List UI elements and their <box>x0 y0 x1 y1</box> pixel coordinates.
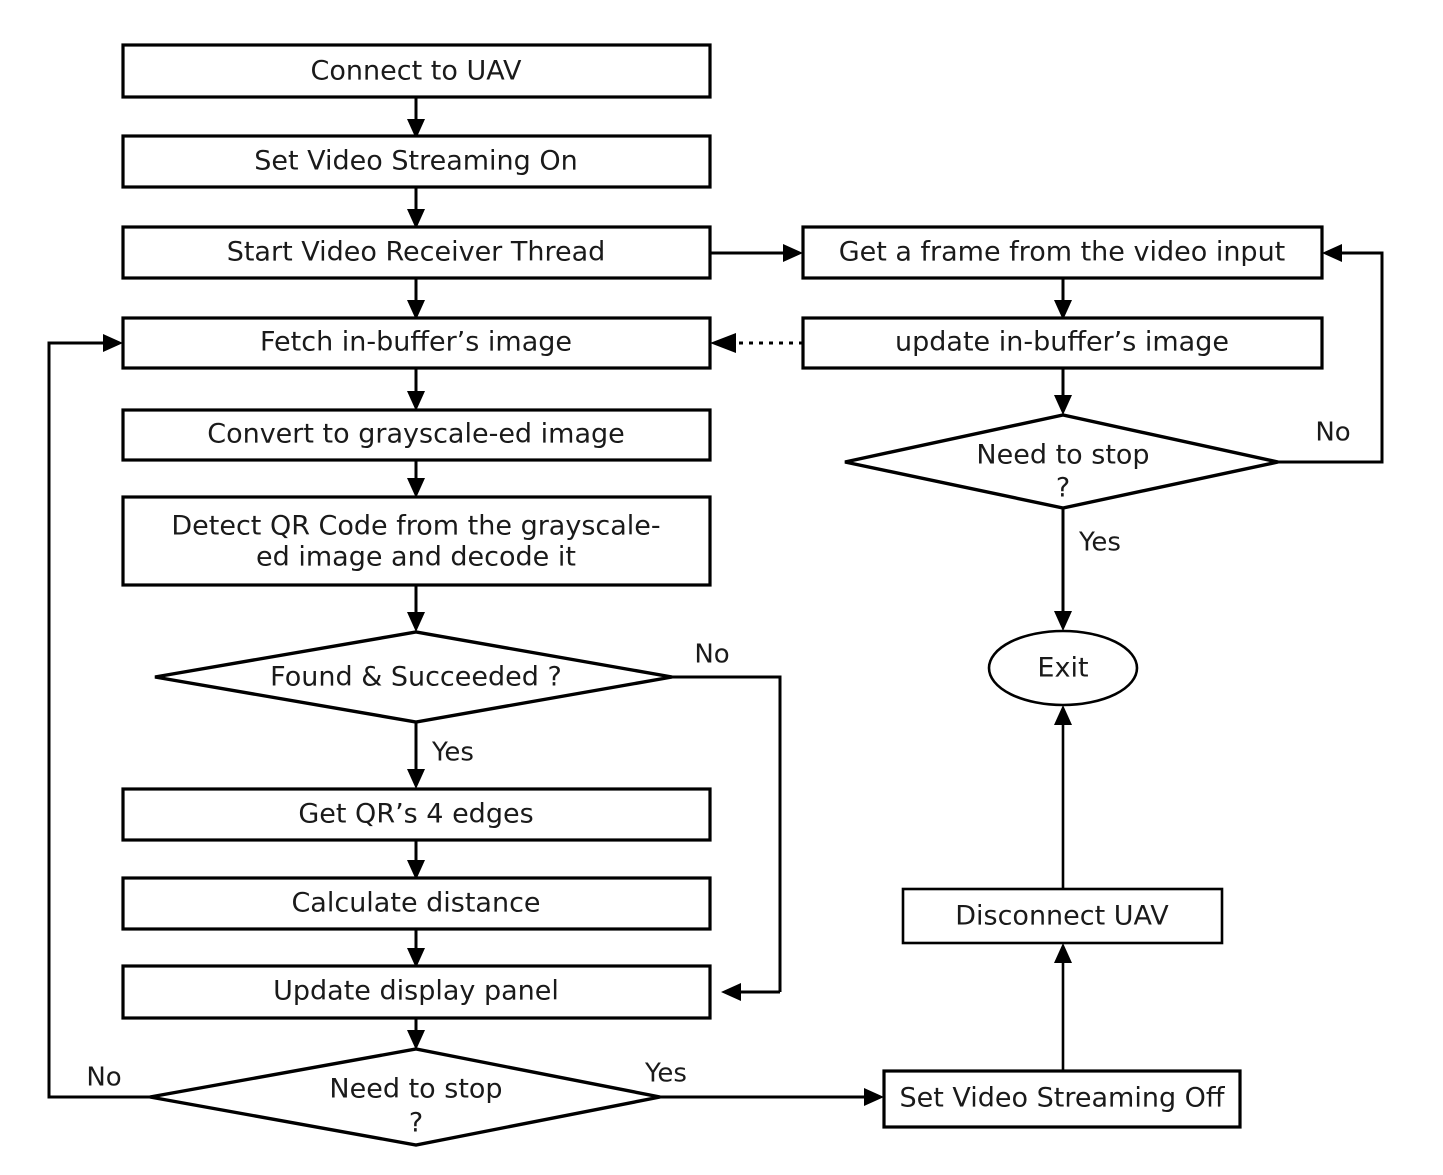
node-get-qr-edges-label: Get QR’s 4 edges <box>298 799 533 830</box>
node-start-receiver-thread[interactable]: Start Video Receiver Thread <box>121 225 712 280</box>
node-need-to-stop-thread-decision[interactable]: Need to stop ? <box>844 413 1279 510</box>
node-start-receiver-thread-label: Start Video Receiver Thread <box>227 237 606 268</box>
edge-fetch-to-convert <box>407 368 425 411</box>
node-exit[interactable]: Exit <box>987 629 1139 707</box>
edge-found-yes-to-get-edges <box>407 722 425 789</box>
edge-label-thread-stop-no: No <box>1315 418 1350 448</box>
node-get-qr-edges[interactable]: Get QR’s 4 edges <box>121 787 712 842</box>
node-convert-grayscale-label: Convert to grayscale-ed image <box>207 419 625 450</box>
edge-streaming-on-to-receiver-thread <box>407 187 425 229</box>
edge-update-display-to-stop-decision <box>407 1018 425 1050</box>
edge-receiver-thread-to-fetch <box>407 278 425 320</box>
edge-streaming-off-to-disconnect <box>1054 943 1072 1071</box>
edge-label-main-stop-no: No <box>86 1063 121 1093</box>
node-found-succeeded-label: Found & Succeeded ? <box>270 662 562 693</box>
edge-found-no-to-update-display <box>672 675 782 1001</box>
edge-main-stop-yes-to-streaming-off <box>660 1088 884 1106</box>
node-exit-label: Exit <box>1037 653 1088 684</box>
node-calculate-distance[interactable]: Calculate distance <box>121 876 712 931</box>
node-update-display-panel-label: Update display panel <box>273 976 559 1007</box>
node-convert-grayscale[interactable]: Convert to grayscale-ed image <box>121 408 712 462</box>
node-disconnect-uav[interactable]: Disconnect UAV <box>901 887 1224 945</box>
node-set-streaming-on-label: Set Video Streaming On <box>254 146 578 177</box>
node-detect-qr-code-label-line1: Detect QR Code from the grayscale- <box>171 511 660 542</box>
node-disconnect-uav-label: Disconnect UAV <box>955 901 1169 932</box>
edge-label-found-yes: Yes <box>431 738 474 768</box>
edge-get-frame-to-update-buffer <box>1054 278 1072 320</box>
edge-thread-stop-no-to-get-frame <box>1278 244 1384 464</box>
edge-update-buffer-to-fetch-dotted <box>710 333 803 353</box>
node-update-in-buffer-label: update in-buffer’s image <box>895 327 1229 358</box>
node-set-streaming-on[interactable]: Set Video Streaming On <box>121 134 712 189</box>
node-get-frame[interactable]: Get a frame from the video input <box>801 225 1324 280</box>
node-detect-qr-code-label-line2: ed image and decode it <box>256 542 576 573</box>
edge-label-found-no: No <box>694 640 729 670</box>
node-need-to-stop-main-label-line1: Need to stop <box>329 1074 502 1105</box>
node-connect-uav[interactable]: Connect to UAV <box>121 43 712 99</box>
edge-thread-stop-yes-to-exit <box>1054 508 1072 631</box>
edge-label-main-stop-yes: Yes <box>644 1059 687 1089</box>
node-fetch-in-buffer[interactable]: Fetch in-buffer’s image <box>121 316 712 370</box>
node-update-in-buffer[interactable]: update in-buffer’s image <box>801 316 1324 370</box>
node-found-succeeded-decision[interactable]: Found & Succeeded ? <box>154 630 673 724</box>
node-connect-uav-label: Connect to UAV <box>311 56 522 87</box>
edge-update-buffer-to-thread-stop <box>1054 368 1072 415</box>
node-fetch-in-buffer-label: Fetch in-buffer’s image <box>260 327 572 358</box>
edge-label-thread-stop-yes: Yes <box>1078 528 1121 558</box>
node-get-frame-label: Get a frame from the video input <box>839 237 1286 268</box>
node-calculate-distance-label: Calculate distance <box>291 888 540 919</box>
edge-detect-to-found-decision <box>407 585 425 632</box>
edge-get-edges-to-calculate <box>407 840 425 880</box>
edge-connect-to-streaming-on <box>407 97 425 139</box>
node-need-to-stop-thread-label-line1: Need to stop <box>976 440 1149 471</box>
edge-receiver-thread-to-get-frame <box>710 244 803 262</box>
node-need-to-stop-thread-label-line2: ? <box>1056 473 1070 504</box>
node-detect-qr-code[interactable]: Detect QR Code from the grayscale- ed im… <box>121 495 712 587</box>
edge-main-stop-no-to-fetch <box>47 334 150 1099</box>
node-update-display-panel[interactable]: Update display panel <box>121 964 712 1020</box>
edge-calculate-to-update-display <box>407 929 425 968</box>
node-set-streaming-off-label: Set Video Streaming Off <box>899 1083 1225 1114</box>
node-need-to-stop-main-decision[interactable]: Need to stop ? <box>149 1047 661 1147</box>
edge-disconnect-to-exit <box>1054 705 1072 889</box>
node-set-streaming-off[interactable]: Set Video Streaming Off <box>882 1069 1242 1129</box>
node-need-to-stop-main-label-line2: ? <box>409 1108 423 1139</box>
edge-convert-to-detect <box>407 460 425 498</box>
